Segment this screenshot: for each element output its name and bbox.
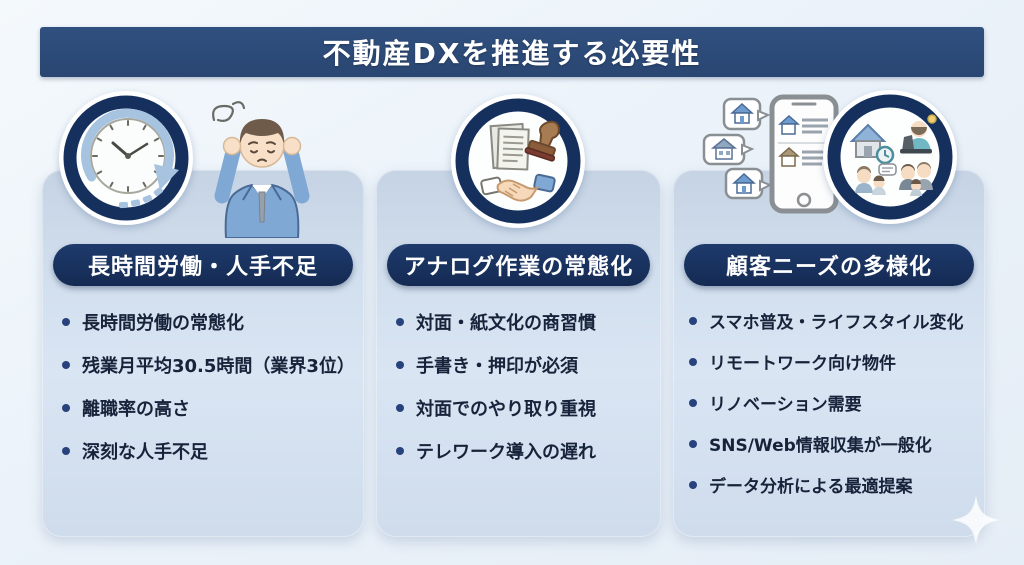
house-with-clock [849, 123, 895, 165]
arrow-head [154, 164, 179, 190]
card-header-long-hours: 長時間労働・人手不足 [53, 244, 353, 286]
bullet-dot [689, 439, 697, 448]
bullet-text: 手書き・押印が必須 [416, 355, 578, 377]
card-header-analog-work: アナログ作業の常態化 [387, 244, 650, 286]
bullet-text: リモートワーク向け物件 [709, 354, 896, 374]
bullet-list-long-hours: 長時間労働の常態化残業月平均30.5時間（業界3位） 離職率の高さ深刻な人手不足 [62, 300, 358, 472]
bullet-item: 手書き・押印が必須 [396, 343, 655, 386]
bullet-item: スマホ普及・ライフスタイル変化 [689, 300, 979, 341]
bullet-item: 離職率の高さ [62, 386, 358, 429]
lightbulb [927, 114, 937, 124]
clock-hour-hand [111, 141, 130, 158]
bullet-dot [689, 316, 697, 325]
lapels [242, 184, 282, 201]
smartphone-family-icon [823, 90, 957, 224]
card-header-label: 顧客ニーズの多様化 [726, 255, 932, 280]
bullet-text: テレワーク導入の遅れ [416, 441, 596, 463]
bullet-item: SNS/Web情報収集が一般化 [689, 423, 979, 464]
smartphone [769, 94, 839, 214]
bullet-dot [396, 403, 404, 412]
card-header-label: アナログ作業の常態化 [403, 255, 634, 280]
paper-documents [489, 122, 530, 171]
bullet-text: 深刻な人手不足 [82, 441, 208, 463]
bullet-dot [396, 360, 404, 369]
bullet-dot [62, 446, 70, 455]
sparkle-icon [952, 496, 1000, 544]
card-header-customer-needs: 顧客ニーズの多様化 [684, 244, 974, 286]
bullet-text: 離職率の高さ [82, 398, 190, 420]
speech-bubble-house-1 [722, 97, 771, 131]
title-banner: 不動産DXを推進する必要性 [40, 27, 984, 77]
speech-bubble-house-3 [724, 167, 773, 200]
remote-worker-laptop [900, 114, 937, 154]
bullet-item: リモートワーク向け物件 [689, 341, 979, 382]
bullet-dot [689, 480, 697, 489]
bullet-text: 残業月平均30.5時間（業界3位） [82, 355, 355, 377]
bullet-text: 長時間労働の常態化 [82, 312, 244, 334]
family-of-three [899, 162, 933, 196]
bullet-dot [689, 398, 697, 407]
bullet-item: 対面でのやり取り重視 [396, 386, 655, 429]
bullet-text: 対面・紙文化の商習慣 [416, 312, 596, 334]
home-button [796, 192, 812, 208]
bullet-dot [62, 403, 70, 412]
bullet-item: 深刻な人手不足 [62, 429, 358, 472]
bullet-item: 長時間労働の常態化 [62, 300, 358, 343]
hair [239, 119, 285, 146]
necktie [258, 191, 266, 223]
card-header-label: 長時間労働・人手不足 [87, 255, 318, 280]
page-title: 不動産DXを推進する必要性 [322, 37, 702, 70]
card-analog-work: アナログ作業の常態化 対面・紙文化の商習慣手書き・押印が必須対面でのやり取り重視… [376, 170, 661, 537]
bullet-item: 残業月平均30.5時間（業界3位） [62, 343, 358, 386]
clock-ticks [92, 120, 164, 192]
listing-row-2 [778, 146, 828, 167]
bullet-list-customer-needs: スマホ普及・ライフスタイル変化リモートワーク向け物件リノベーション需要 SNS/W… [689, 300, 979, 505]
bullet-dot [62, 360, 70, 369]
parent-and-child-chat [855, 163, 897, 195]
listing-row-1 [778, 114, 828, 135]
bullet-text: SNS/Web情報収集が一般化 [709, 436, 932, 456]
document-stamp-handshake-icon [451, 94, 585, 228]
right-arm [283, 144, 310, 204]
card-customer-needs: 顧客ニーズの多様化 スマホ普及・ライフスタイル変化リモートワーク向け物件リノベー… [673, 170, 985, 537]
bullet-dot [396, 317, 404, 326]
bullet-text: 対面でのやり取り重視 [416, 398, 596, 420]
hanko-stamp [524, 120, 560, 162]
clock-minute-hand [126, 142, 149, 158]
bullet-item: リノベーション需要 [689, 382, 979, 423]
clock-history-icon [59, 91, 193, 225]
bullet-dot [689, 357, 697, 366]
bullet-dot [396, 446, 404, 455]
bullet-item: データ分析による最適提案 [689, 464, 979, 505]
history-arrow [81, 108, 174, 182]
smartphone-listings-illustration [702, 94, 839, 214]
left-hand [222, 136, 242, 156]
bullet-dot [62, 317, 70, 326]
bullet-text: スマホ普及・ライフスタイル変化 [709, 313, 964, 333]
sad-face-features [248, 141, 276, 162]
left-arm [214, 144, 241, 204]
stress-squiggle [212, 101, 246, 122]
bullet-text: リノベーション需要 [709, 395, 862, 415]
handshake [480, 173, 556, 202]
chat-bubble [878, 163, 897, 176]
arrow-dashes [118, 187, 163, 209]
right-hand [282, 136, 302, 156]
bullet-item: 対面・紙文化の商習慣 [396, 300, 655, 343]
bullet-text: データ分析による最適提案 [709, 477, 913, 497]
bullet-list-analog-work: 対面・紙文化の商習慣手書き・押印が必須対面でのやり取り重視テレワーク導入の遅れ [396, 300, 655, 472]
bullet-item: テレワーク導入の遅れ [396, 429, 655, 472]
card-long-hours: 長時間労働・人手不足 長時間労働の常態化残業月平均30.5時間（業界3位） 離職率… [42, 170, 364, 537]
speech-bubble-house-2 [702, 133, 755, 166]
stressed-worker-illustration [212, 101, 310, 238]
